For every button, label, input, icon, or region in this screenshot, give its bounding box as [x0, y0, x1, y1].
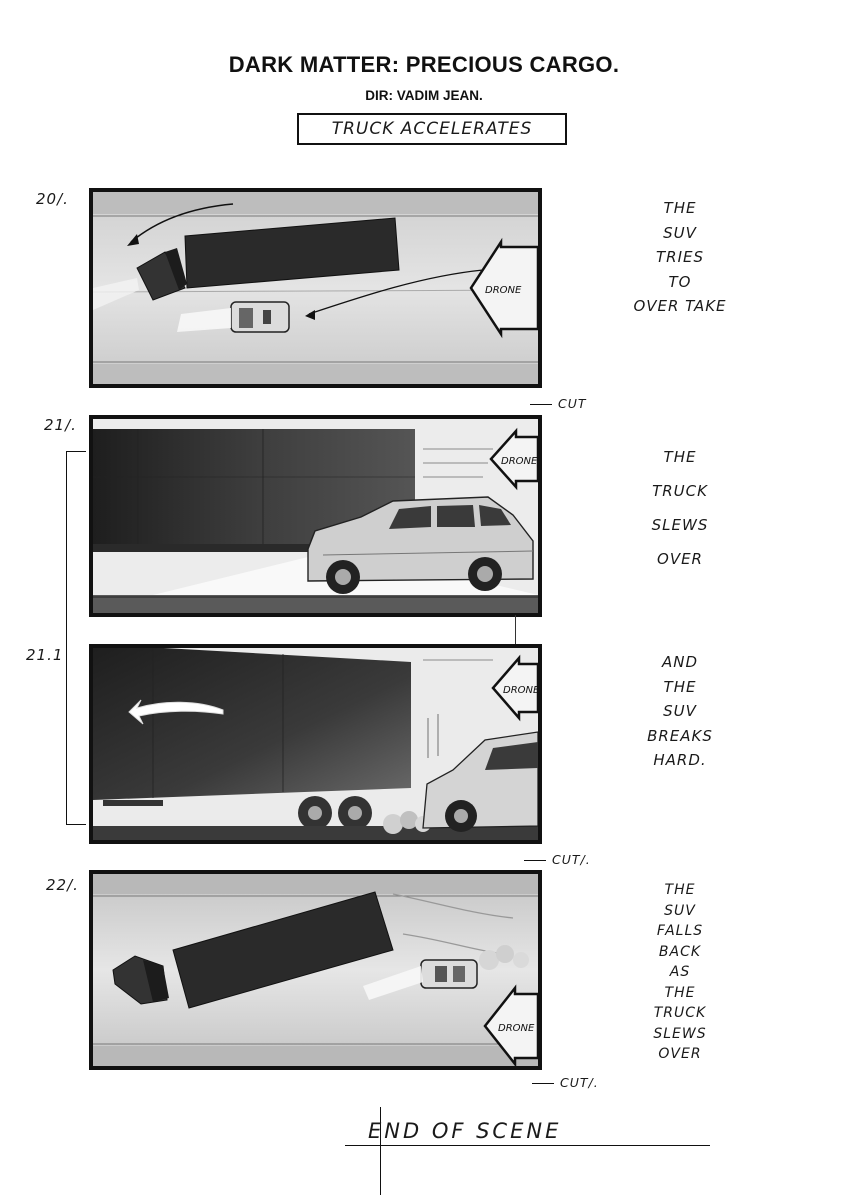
- drone-label-20: DRONE: [485, 285, 522, 296]
- panel-21-description: THE TRUCK SLEWS OVER: [651, 448, 709, 568]
- drone-label-21: DRONE: [501, 456, 538, 467]
- panel-21-1-description: AND THE SUV BREAKS HARD.: [647, 653, 713, 769]
- cut-marker-21-1: CUT/.: [524, 852, 591, 867]
- cut-marker-22: CUT/.: [532, 1075, 599, 1090]
- shot-bracket-21: [66, 451, 86, 825]
- director-credit: DIR: VADIM JEAN.: [365, 88, 483, 103]
- end-underline: [345, 1145, 710, 1146]
- shot-number-22: 22/.: [46, 876, 79, 894]
- shot-number-20: 20/.: [36, 190, 69, 208]
- storyboard-title: DARK MATTER: PRECIOUS CARGO.: [228, 52, 620, 77]
- storyboard-panel-21: DRONE: [89, 415, 542, 617]
- cut-marker-20: CUT: [530, 396, 587, 411]
- storyboard-panel-21-1: DRONE: [89, 644, 542, 844]
- panel-22-description: THE SUV FALLS BACK AS THE TRUCK SLEWS OV…: [653, 882, 707, 1062]
- panel-20-description: THE SUV TRIES TO OVER TAKE: [633, 199, 727, 315]
- panel-22-drawing: DRONE: [93, 874, 538, 1066]
- panel-21-drawing: DRONE: [93, 419, 538, 613]
- drone-label-22: DRONE: [498, 1023, 535, 1034]
- end-vertical-line: [380, 1107, 381, 1195]
- drone-label-21-1: DRONE: [503, 685, 538, 696]
- storyboard-panel-20: DRONE: [89, 188, 542, 388]
- panel-connector-line: [515, 615, 516, 647]
- panel-21-1-drawing: DRONE: [93, 648, 538, 840]
- panel-20-drawing: DRONE: [93, 192, 538, 384]
- end-of-scene: END OF SCENE: [368, 1119, 562, 1143]
- scene-label: TRUCK ACCELERATES: [331, 119, 533, 139]
- storyboard-panel-22: DRONE: [89, 870, 542, 1070]
- shot-number-21: 21/.: [44, 416, 77, 434]
- shot-number-21-1: 21.1: [26, 646, 64, 664]
- scene-label-box: TRUCK ACCELERATES: [297, 113, 567, 145]
